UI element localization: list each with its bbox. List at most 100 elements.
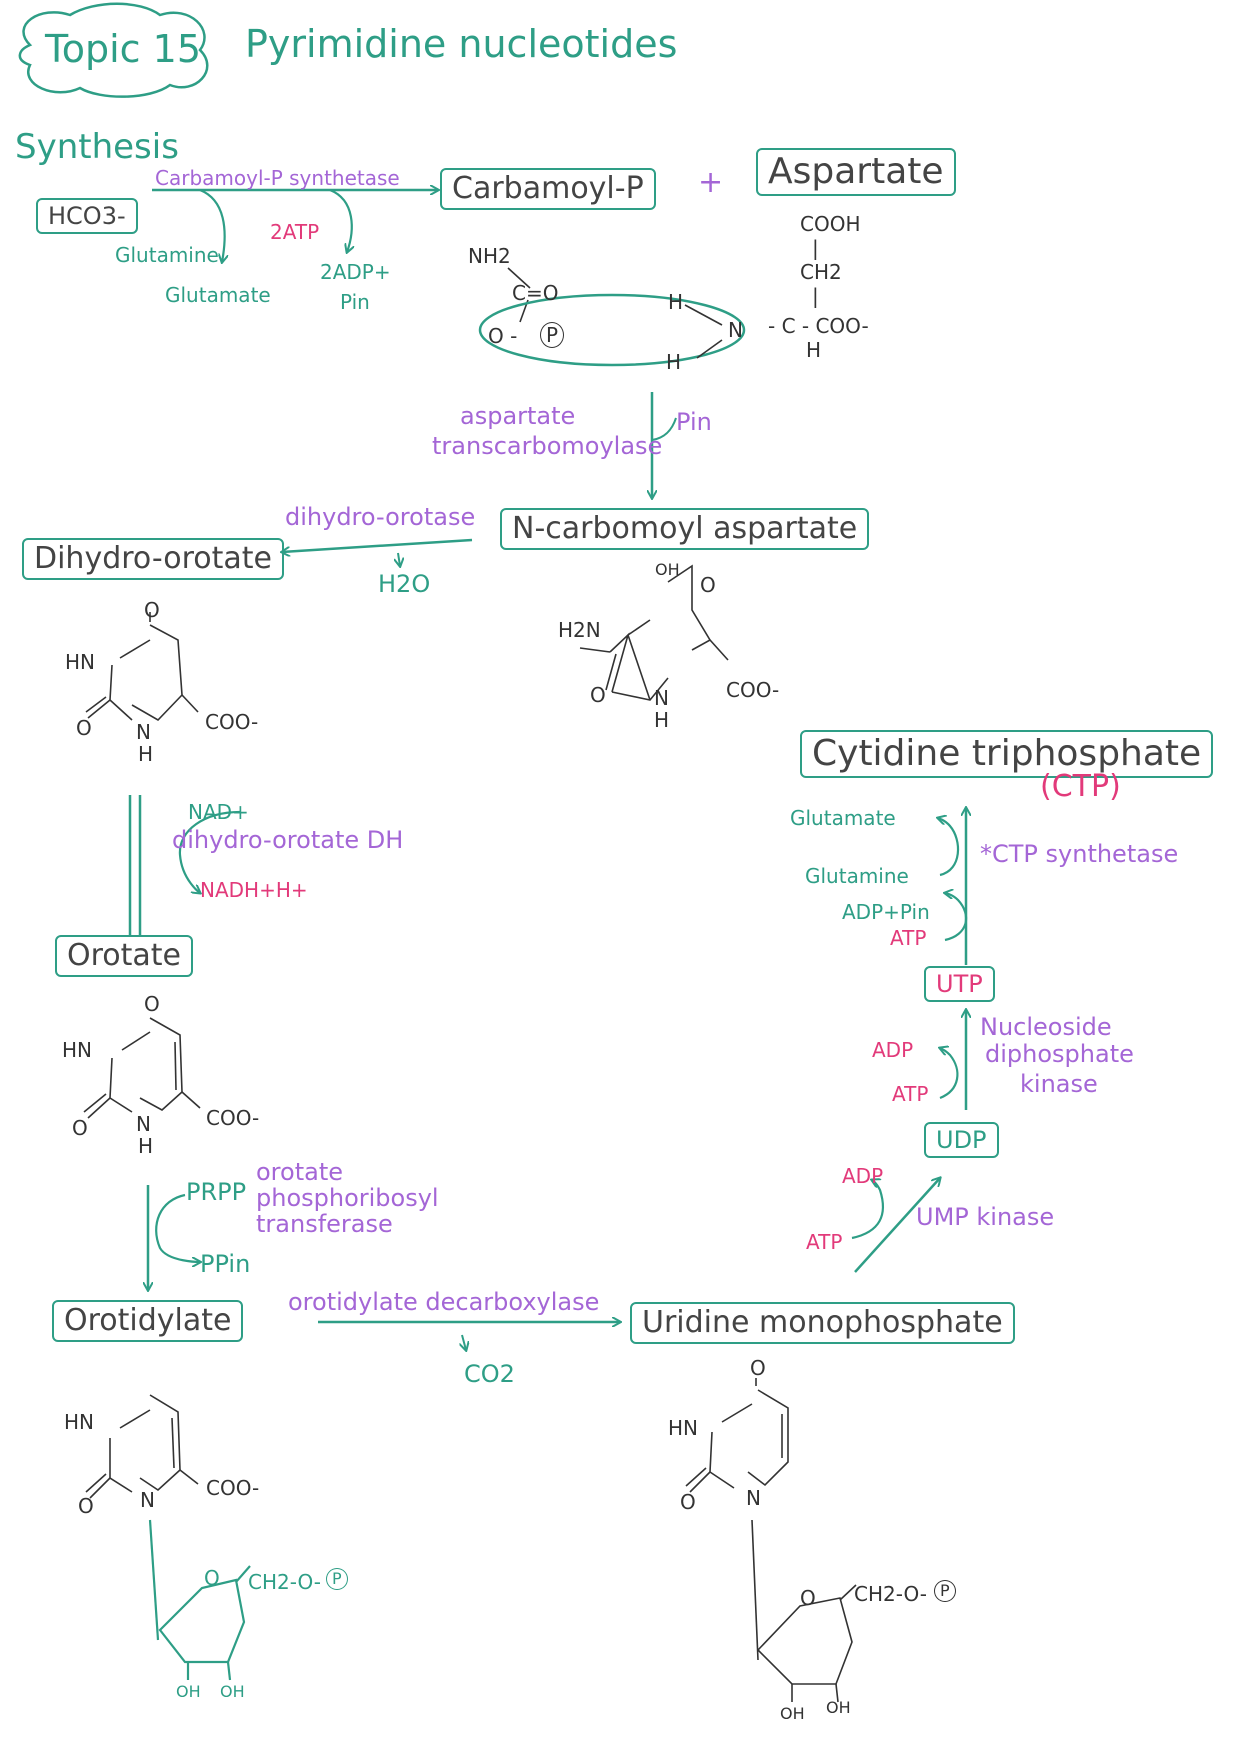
- ctp-atp: ATP: [890, 926, 927, 950]
- ump-base: [685, 1378, 789, 1493]
- orotidylate-ribose: [148, 1519, 251, 1681]
- ump-ring-o: O: [800, 1586, 816, 1610]
- topic-cloud: [18, 2, 209, 98]
- asp-h2: H: [666, 350, 682, 374]
- nca-h: H: [654, 708, 670, 732]
- co2-label: CO2: [464, 1360, 515, 1388]
- ump-kinase-atp: ATP: [806, 1230, 843, 1254]
- h2o-label: H2O: [378, 570, 431, 598]
- oro-o2: O: [72, 1116, 88, 1140]
- ctp-glutamine: Glutamine: [805, 864, 909, 888]
- curve-atp: [329, 188, 352, 252]
- dho-n: N: [136, 720, 151, 744]
- glutamine-label: Glutamine: [115, 243, 219, 267]
- ump-kinase-adp: ADP: [842, 1164, 884, 1188]
- dho-o: O: [144, 598, 160, 622]
- ndk-adp: ADP: [872, 1038, 914, 1062]
- ctp-abbrev: (CTP): [1040, 769, 1121, 804]
- ndk-label-1: Nucleoside: [980, 1013, 1112, 1041]
- ump-p: P: [934, 1580, 956, 1602]
- asp-bar1: |: [812, 236, 819, 260]
- dho-coo: COO-: [205, 710, 259, 734]
- section-heading: Synthesis: [15, 127, 179, 167]
- ndk-label-3: kinase: [1020, 1070, 1098, 1098]
- omp-p: P: [326, 1568, 348, 1590]
- asp-ch2: CH2: [800, 260, 842, 284]
- cp-co: C=O: [512, 281, 559, 305]
- ump-box: Uridine monophosphate: [630, 1302, 1015, 1344]
- nca-coo: COO-: [726, 678, 780, 702]
- ump-oh2: OH: [826, 1698, 851, 1717]
- ctp-synthetase-label: *CTP synthetase: [980, 840, 1179, 868]
- omp-n: N: [140, 1488, 155, 1512]
- ump-hn: HN: [668, 1416, 698, 1440]
- asp-c: - C - COO-: [768, 314, 869, 338]
- nad-label: NAD+: [188, 800, 249, 824]
- omp-ring-o: O: [204, 1566, 220, 1590]
- condensation-ellipse: [478, 293, 746, 367]
- nca-o: O: [700, 573, 716, 597]
- atcase-label-2: transcarbomoylase: [432, 432, 663, 460]
- ctp-glutamate: Glutamate: [790, 806, 896, 830]
- carbamoyl-p-synthetase-label: Carbamoyl-P synthetase: [155, 166, 400, 190]
- ctp-box: Cytidine triphosphate: [800, 730, 1214, 778]
- oprt-label-3: transferase: [256, 1210, 393, 1238]
- oprt-label-2: phosphoribosyl: [256, 1184, 439, 1212]
- asp-h1: H: [668, 290, 684, 314]
- dho-hn: HN: [65, 650, 95, 674]
- dho-o2: O: [76, 716, 92, 740]
- orotate-ring: [83, 1017, 201, 1119]
- adp-label: 2ADP+: [320, 260, 391, 284]
- utp-box: UTP: [924, 966, 995, 1002]
- ndk-atp: ATP: [892, 1082, 929, 1106]
- ump-kinase-label: UMP kinase: [916, 1203, 1055, 1231]
- pin-label: Pin: [340, 290, 370, 314]
- omp-decarboxylase-label: orotidylate decarboxylase: [288, 1288, 600, 1316]
- ump-n: N: [746, 1486, 761, 1510]
- ump-ch2: CH2-O-: [854, 1582, 928, 1606]
- prpp-label: PRPP: [186, 1178, 247, 1206]
- atcase-label-1: aspartate: [460, 402, 576, 430]
- page-title: Pyrimidine nucleotides: [245, 22, 678, 66]
- nca-o2: O: [590, 683, 606, 707]
- orotidylate-box: Orotidylate: [52, 1300, 244, 1342]
- orotate-box: Orotate: [55, 935, 194, 977]
- dihydroorotate-box: Dihydro-orotate: [22, 538, 284, 580]
- aspartate-box: Aspartate: [756, 148, 956, 196]
- oro-n: N: [136, 1112, 151, 1136]
- plus-sign: +: [698, 165, 724, 200]
- atcase-pin: Pin: [676, 408, 712, 436]
- glutamate-label: Glutamate: [165, 283, 271, 307]
- arrow-to-udp: [854, 1178, 940, 1273]
- omp-o2: O: [78, 1494, 94, 1518]
- ndk-label-2: diphosphate: [985, 1040, 1134, 1068]
- ctp-adp-pin: ADP+Pin: [842, 900, 930, 924]
- arrow-to-dihydroorotate: [282, 538, 473, 552]
- nca-oh: OH: [655, 560, 680, 579]
- ncarbamoyl-aspartate-box: N-carbomoyl aspartate: [500, 508, 870, 550]
- ncarbamoyl-structure: [579, 564, 729, 701]
- carbamoyl-p-box: Carbamoyl-P: [440, 168, 656, 210]
- asp-n: N: [728, 318, 743, 342]
- dho-h: H: [138, 742, 154, 766]
- omp-hn: HN: [64, 1410, 94, 1434]
- topic-label: Topic 15: [45, 27, 202, 71]
- nadh-label: NADH+H+: [200, 878, 308, 902]
- nca-n: N: [654, 686, 669, 710]
- oro-hn: HN: [62, 1038, 92, 1062]
- ump-ribose: [751, 1519, 857, 1703]
- dihydroorotate-ring: [85, 612, 199, 722]
- ump-o: O: [750, 1356, 766, 1380]
- orotidylate-base: [85, 1394, 199, 1499]
- asp-bar2: |: [812, 284, 819, 308]
- nca-h2n: H2N: [558, 618, 601, 642]
- dihydroorotase-label: dihydro-orotase: [285, 503, 476, 531]
- omp-oh2: OH: [220, 1682, 245, 1701]
- oprt-label-1: orotate: [256, 1158, 343, 1186]
- ppin-label: PPin: [200, 1250, 251, 1278]
- cp-nh2: NH2: [468, 244, 511, 268]
- oro-o: O: [144, 992, 160, 1016]
- oro-coo: COO-: [206, 1106, 260, 1130]
